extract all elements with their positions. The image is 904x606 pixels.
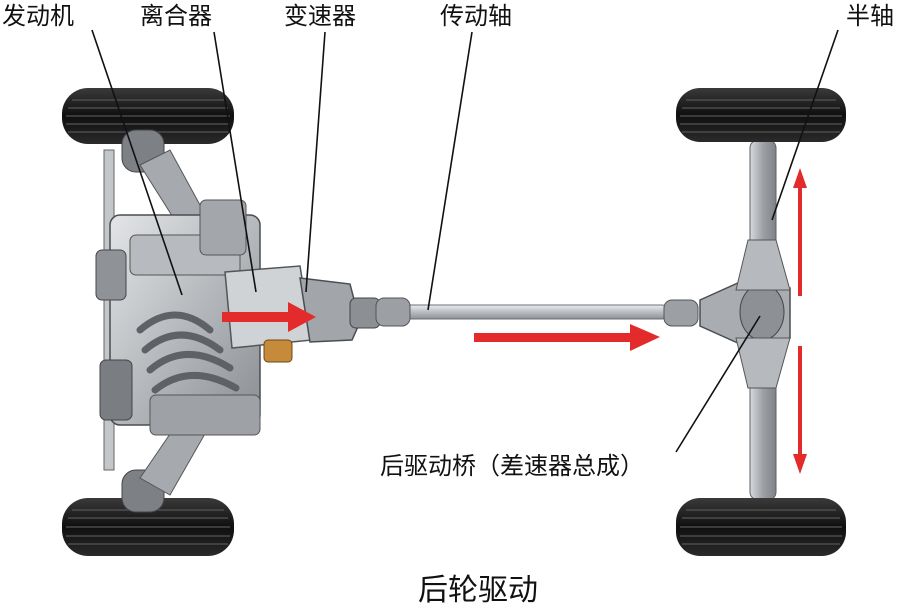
label-gearbox: 变速器 [284, 2, 356, 30]
leader-half-shaft [771, 29, 839, 221]
label-clutch: 离合器 [140, 2, 212, 30]
arrow-half-shaft-down [793, 346, 807, 474]
arrow-half-shaft-up [793, 168, 807, 296]
arrow-along-driveshaft [474, 324, 660, 351]
diagram-caption: 后轮驱动 [418, 573, 538, 606]
label-driveshaft: 传动轴 [440, 2, 512, 30]
leader-driveshaft [427, 31, 473, 311]
drive-shaft [375, 297, 699, 327]
arrow-engine-to-gearbox [222, 302, 316, 332]
leader-engine [91, 29, 183, 296]
rear-axle-assembly [699, 139, 791, 501]
label-half-shaft: 半轴 [846, 2, 894, 30]
leader-rear-axle [675, 315, 761, 453]
leader-clutch [213, 31, 257, 293]
leader-gearbox [305, 31, 326, 293]
engine-block [95, 199, 261, 436]
leader-lines [91, 29, 839, 453]
gearbox [299, 277, 381, 343]
rear-left-wheel [676, 88, 846, 142]
label-engine: 发动机 [2, 2, 74, 30]
power-flow-arrows [222, 168, 807, 474]
front-left-wheel [62, 88, 234, 144]
label-rear-axle: 后驱动桥（差速器总成） [380, 452, 644, 480]
rear-right-wheel [676, 498, 846, 556]
front-right-wheel [62, 498, 234, 556]
